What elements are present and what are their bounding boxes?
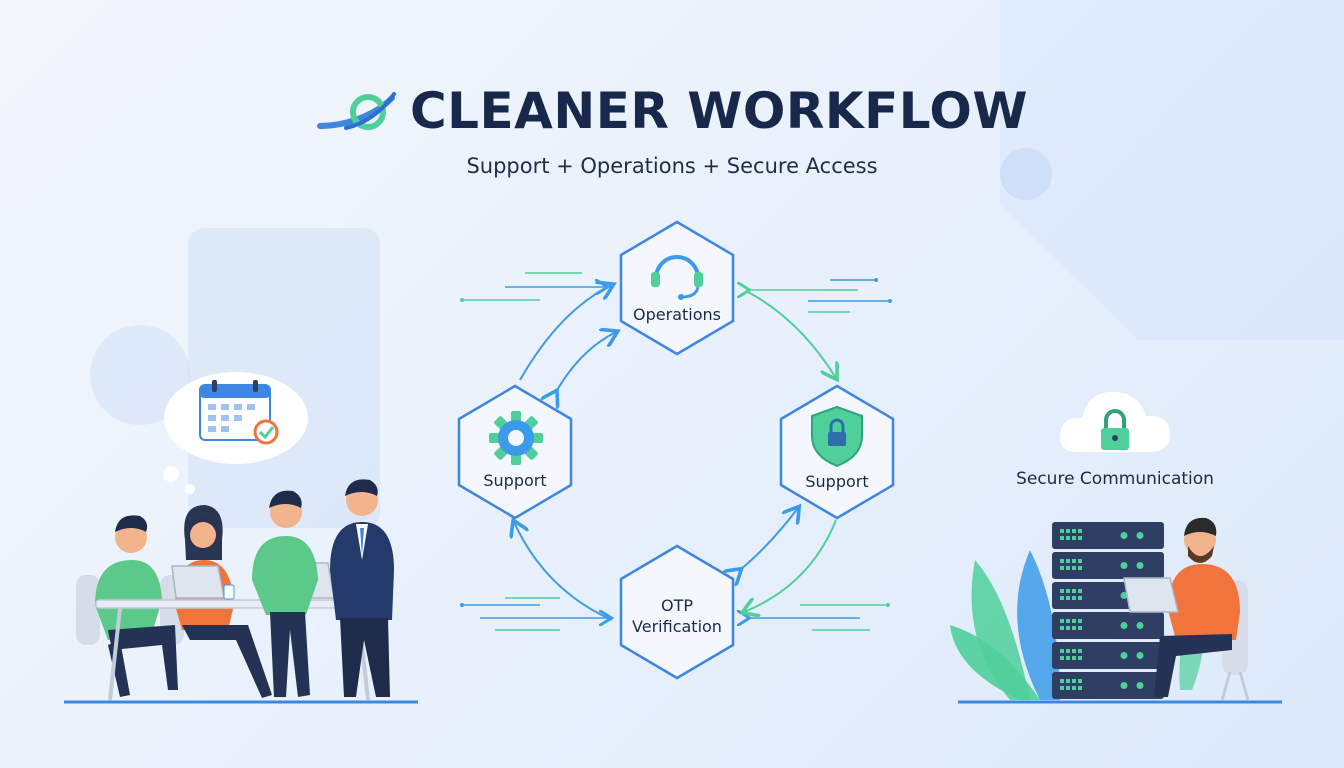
server-led [1072,619,1076,623]
server-led [1078,596,1082,600]
server-led [1066,649,1070,653]
server-led [1072,679,1076,683]
team-illustration [64,479,418,704]
server-led [1066,566,1070,570]
thought-bubble [163,372,308,494]
server-indicator [1120,562,1128,569]
server-illustration [950,522,1282,704]
node-operations [619,220,735,356]
server-led [1060,536,1064,540]
server-led [1072,596,1076,600]
server-led [1072,649,1076,653]
server-unit [1052,612,1164,639]
server-led [1072,536,1076,540]
header: CLEANER WORKFLOW [0,82,1344,140]
server-led [1060,619,1064,623]
server-indicator [1136,652,1144,659]
server-led [1066,529,1070,533]
server-led [1072,559,1076,563]
server-led [1066,656,1070,660]
server-led [1078,626,1082,630]
server-led [1060,529,1064,533]
node-label-support-right: Support [805,472,869,491]
server-unit [1052,642,1164,669]
server-led [1060,626,1064,630]
server-led [1072,529,1076,533]
calendar-check-icon [199,380,279,445]
gear-icon [489,411,543,465]
server-led [1060,559,1064,563]
server-indicator [1136,622,1144,629]
engineer-illustration [1123,517,1250,701]
server-indicator [1136,682,1144,689]
server-led [1066,596,1070,600]
node-label-support-left: Support [483,471,547,490]
server-led [1078,649,1082,653]
server-led [1072,686,1076,690]
server-unit [1052,522,1164,549]
server-led [1072,656,1076,660]
headset-icon [651,255,703,300]
server-led [1066,619,1070,623]
node-label-otp-line1: OTP [660,596,693,615]
node-support-right [779,384,895,520]
page-title: CLEANER WORKFLOW [409,82,1029,140]
server-led [1060,686,1064,690]
server-indicator [1120,682,1128,689]
server-led [1066,686,1070,690]
server-led [1066,626,1070,630]
cycle-arrows [514,285,836,621]
server-led [1078,529,1082,533]
server-led [1072,626,1076,630]
node-support-left [457,384,573,520]
server-led [1060,649,1064,653]
cloud-lock-icon [1059,391,1170,452]
server-led [1078,656,1082,660]
shield-lock-icon [811,405,863,468]
server-led [1072,566,1076,570]
node-label-otp-line2: Verification [632,617,722,636]
server-indicator [1120,532,1128,539]
server-led [1066,589,1070,593]
streak-lines [460,272,892,631]
server-led [1066,536,1070,540]
server-indicator [1136,562,1144,569]
server-led [1066,679,1070,683]
server-led [1078,589,1082,593]
server-indicator [1120,592,1128,599]
server-led [1060,596,1064,600]
server-led [1078,679,1082,683]
server-indicator [1120,622,1128,629]
node-label-operations: Operations [633,305,721,324]
server-led [1078,619,1082,623]
server-led [1060,656,1064,660]
secure-communication-label: Secure Communication [1016,469,1214,489]
logo-swoosh-icon [316,92,396,130]
server-led [1078,559,1082,563]
server-indicator [1120,652,1128,659]
server-led [1060,589,1064,593]
server-led [1060,566,1064,570]
server-led [1066,559,1070,563]
page-subtitle: Support + Operations + Secure Access [466,154,878,178]
server-unit [1052,672,1164,699]
node-otp [619,544,735,680]
server-unit [1052,552,1164,579]
server-led [1060,679,1064,683]
bg-circle-right [1000,148,1052,200]
server-led [1072,589,1076,593]
server-indicator [1136,532,1144,539]
server-led [1078,566,1082,570]
server-led [1078,536,1082,540]
server-led [1078,686,1082,690]
